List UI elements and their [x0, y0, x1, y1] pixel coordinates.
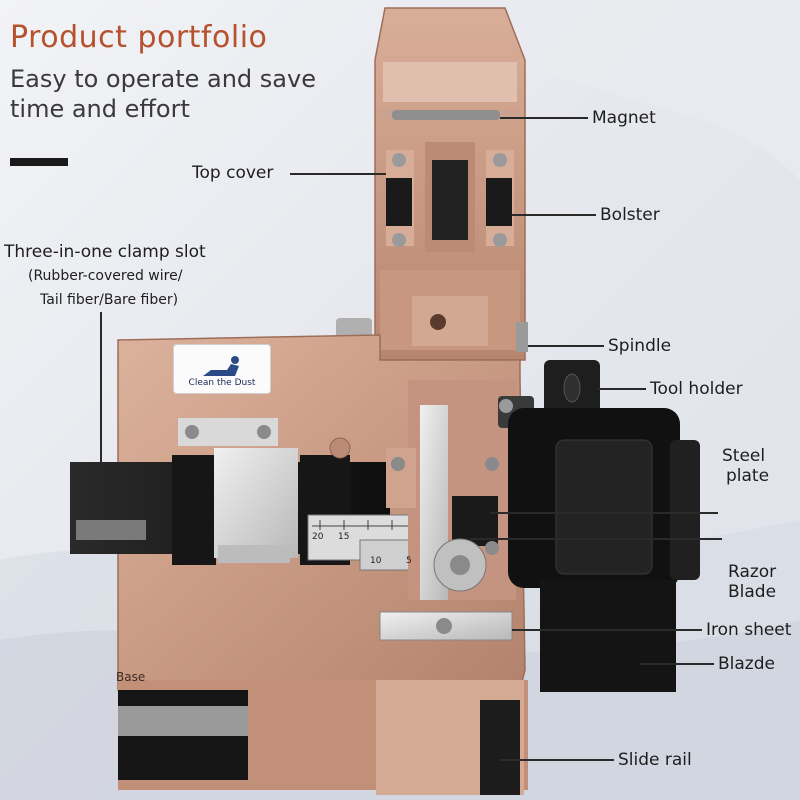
label-bolster: Bolster: [600, 205, 660, 225]
bolster-left: [386, 178, 412, 226]
label-magnet: Magnet: [592, 108, 656, 128]
label-clamp-slot-detail: Tail fiber/Bare fiber): [40, 292, 179, 308]
leader-line: [528, 345, 604, 347]
label-razor-blade: Blade: [728, 582, 777, 602]
label-slide-rail: Slide rail: [618, 750, 692, 770]
scale-number: 20: [312, 532, 324, 542]
leader-line: [500, 759, 614, 761]
label-spindle: Spindle: [608, 336, 672, 356]
clamp-slot: [70, 418, 417, 571]
scale-number: 5: [406, 556, 412, 566]
label-top-cover: Top cover: [192, 163, 274, 183]
label-iron-sheet: Iron sheet: [706, 620, 792, 640]
label-steel-plate: Steel: [722, 446, 766, 466]
leader-line: [512, 214, 596, 216]
leader-line: [598, 388, 646, 390]
tool-holder-assembly: [379, 360, 700, 692]
leader-line: [490, 512, 718, 514]
page-subtitle: Easy to operate and save time and effort: [10, 65, 316, 123]
steel-plate: [555, 439, 653, 575]
scale-number: 10: [370, 556, 382, 566]
clean-the-dust-sticker: Clean the Dust: [173, 344, 271, 394]
leader-line: [500, 117, 588, 119]
blazde-block: [540, 580, 676, 692]
sticker-label: Clean the Dust: [188, 378, 256, 388]
label-steel-plate: plate: [726, 466, 770, 486]
leader-line: [290, 173, 386, 175]
magnet-strip: [392, 110, 500, 120]
accent-bar: [10, 158, 68, 166]
leader-line: [512, 629, 702, 631]
label-clamp-slot-detail: (Rubber-covered wire/: [28, 268, 183, 284]
leader-line: [100, 312, 102, 464]
label-blazde: Blazde: [718, 654, 775, 674]
label-tool-holder: Tool holder: [650, 379, 743, 399]
label-razor-blade: Razor: [728, 562, 777, 582]
clamp-slot-plate: [214, 448, 298, 558]
leader-line: [640, 663, 714, 665]
leader-line: [470, 538, 722, 540]
scale-number: 15: [338, 532, 350, 542]
dust-logo-icon: [203, 356, 239, 376]
page-title: Product portfolio: [10, 20, 268, 55]
slide-rail-knob: [480, 700, 520, 795]
top-cover: [336, 7, 528, 361]
label-clamp-slot: Three-in-one clamp slot: [4, 242, 206, 262]
bolster-right: [486, 178, 512, 226]
base-stamp: Base: [116, 670, 146, 684]
